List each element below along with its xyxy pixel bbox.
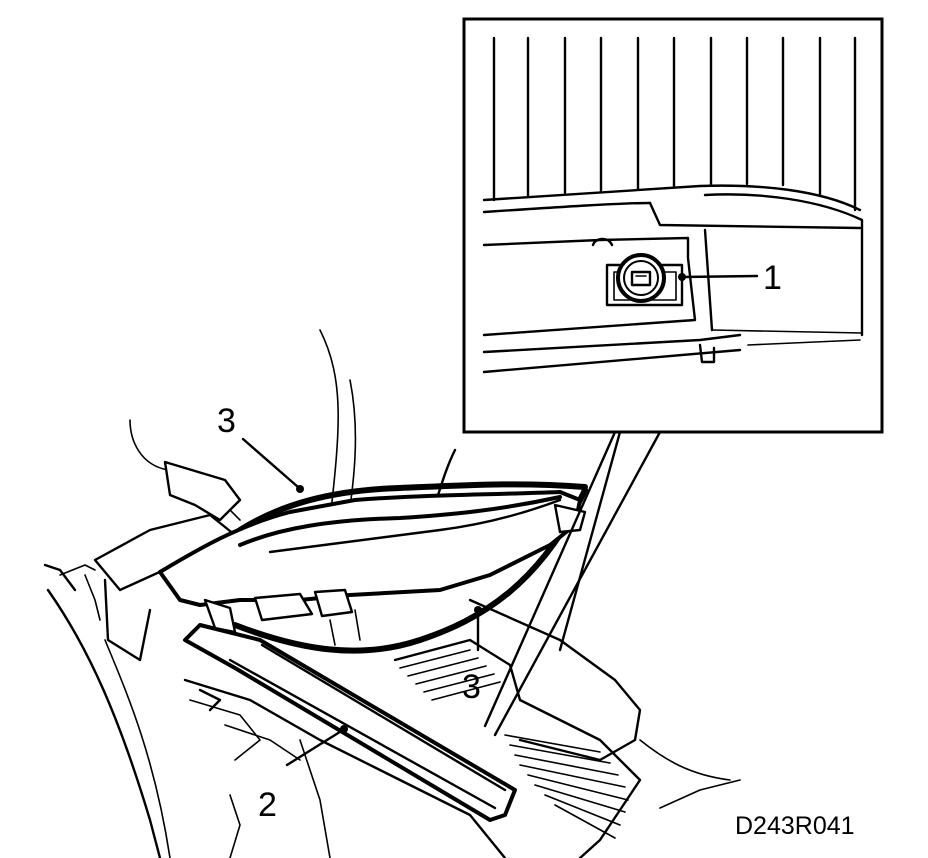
part-2-rail	[183, 623, 517, 822]
callout-leaders	[241, 273, 759, 767]
callout-2: 2	[258, 786, 277, 824]
callout-3-right: 3	[462, 668, 481, 706]
callout-3-top: 3	[217, 402, 236, 440]
detail-inset	[462, 17, 884, 434]
inset-leader-lines	[483, 430, 662, 737]
vent-ribs	[393, 638, 642, 858]
part-3-trim-cover	[158, 481, 588, 654]
figure-code: D243R041	[735, 812, 855, 840]
callout-1: 1	[763, 259, 782, 297]
